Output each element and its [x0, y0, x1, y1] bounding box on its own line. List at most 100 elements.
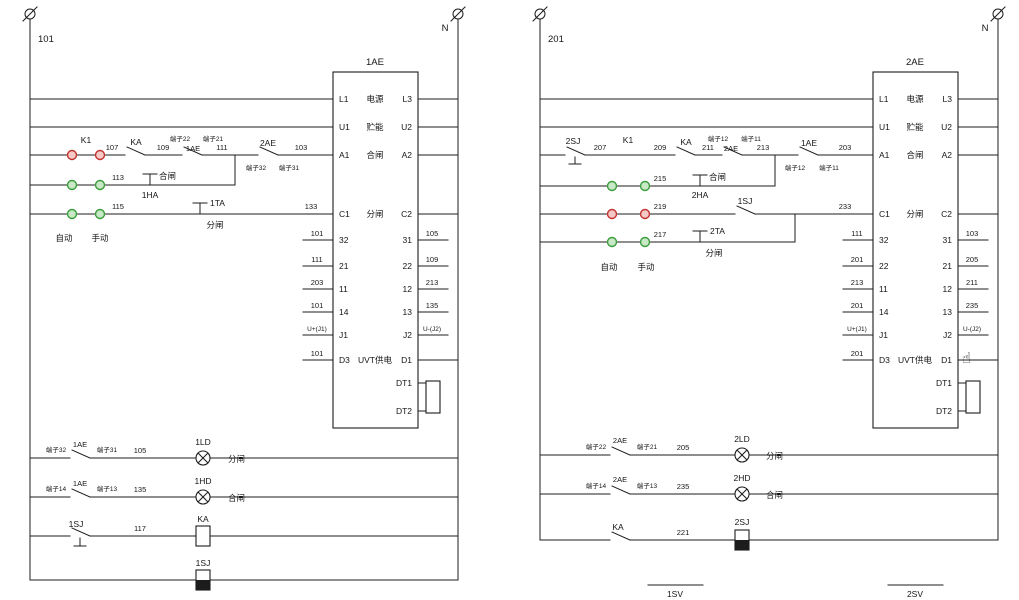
terminal-label: 端子22: [586, 442, 607, 451]
wire-number: 207: [594, 143, 607, 152]
aux-contact-1ae: [799, 146, 819, 156]
block-terminal: D1: [401, 355, 412, 365]
terminal-label: 端子32: [46, 445, 67, 454]
k1-terminal[interactable]: [606, 236, 618, 248]
wire-number: 221: [677, 528, 690, 537]
k1-terminal[interactable]: [606, 180, 618, 192]
block-terminal: A1: [339, 150, 350, 160]
k1-terminal[interactable]: [94, 179, 106, 191]
wire-number: 111: [311, 255, 322, 264]
k1-selector-right: [606, 180, 651, 248]
wire-number: 217: [654, 230, 667, 239]
wire-number: 213: [851, 278, 864, 287]
k1-terminal[interactable]: [66, 179, 78, 191]
wire-number: 109: [157, 143, 170, 152]
mode-label-manual: 手动: [637, 262, 655, 272]
aux-contact-2ae-lamp2: [611, 485, 631, 495]
function-label-close: 合闸: [709, 172, 726, 182]
wire-number: 109: [426, 255, 439, 264]
terminal-label: 端子12: [785, 163, 806, 172]
right-circuit-symbols: [566, 146, 819, 541]
device-label: 1AE: [73, 440, 87, 449]
device-label-2ae: 2AE: [260, 138, 276, 148]
k1-label: K1: [623, 135, 634, 145]
block-terminal: J1: [339, 330, 348, 340]
k1-terminal[interactable]: [639, 180, 651, 192]
device-label-1ae: 1AE: [186, 144, 200, 153]
wire-number: 103: [295, 143, 308, 152]
wire-number: 111: [851, 229, 862, 238]
wire-number: 201: [851, 301, 864, 310]
block-terminal: A2: [402, 150, 413, 160]
function-label-close: 合闸: [159, 171, 176, 181]
k1-terminal[interactable]: [639, 208, 651, 220]
device-label: 1AE: [73, 479, 87, 488]
wire-number: 135: [134, 485, 147, 494]
block-terminal: 11: [339, 284, 348, 294]
coil-label-2sj: 2SJ: [735, 517, 750, 527]
device-label-2ae: 2AE: [724, 144, 738, 153]
contact-label-ka: KA: [612, 522, 624, 532]
terminal-label: 端子31: [279, 163, 300, 172]
k1-terminal[interactable]: [66, 208, 78, 220]
right-circuit-wiring: [532, 6, 1006, 586]
block-terminal: 21: [339, 261, 349, 271]
block-terminal: D3: [339, 355, 350, 365]
function-label-open: 分闸: [228, 454, 245, 464]
terminal-label: 端子14: [586, 481, 607, 490]
block-row-label: 合闸: [906, 150, 923, 160]
block-terminal: DT2: [396, 406, 412, 416]
cursor-hand-icon: ☝: [962, 350, 971, 367]
function-label-open: 分闸: [206, 220, 223, 230]
wire-number: 107: [106, 143, 119, 152]
block-row-label: 贮能: [366, 122, 384, 132]
ka-relay-coil: [195, 525, 211, 547]
terminal-label: 端子13: [97, 484, 118, 493]
left-circuit-symbols: [71, 146, 279, 547]
aux-contact-2ae: [259, 146, 279, 156]
terminal-label: 端子13: [637, 481, 658, 490]
block-terminal: 13: [403, 307, 413, 317]
block-terminal: 22: [403, 261, 413, 271]
block-terminal: U1: [879, 122, 890, 132]
coil-label-ka: KA: [197, 514, 209, 524]
k1-terminal[interactable]: [66, 149, 78, 161]
wire-number: 113: [112, 173, 124, 182]
block-terminal: 31: [943, 235, 953, 245]
wire-number: 233: [839, 202, 852, 211]
block-terminal: DT2: [936, 406, 952, 416]
block-terminal: 11: [879, 284, 888, 294]
block-row-label: UVT供电: [898, 355, 933, 365]
terminal-label: 端子21: [203, 134, 224, 143]
dt-link-box: [965, 380, 981, 414]
lamp-2hd: [734, 486, 750, 502]
wire-number: 105: [134, 446, 147, 455]
mode-label-manual: 手动: [91, 233, 109, 243]
wire-number: 133: [305, 202, 318, 211]
wire-number: 105: [426, 229, 439, 238]
block-terminal: D3: [879, 355, 890, 365]
close-button-2ha: [692, 174, 708, 187]
block-row-label: 电源: [906, 94, 924, 104]
footer-label-2sv: 2SV: [907, 589, 923, 599]
block-terminal: 14: [879, 307, 889, 317]
k1-terminal[interactable]: [94, 208, 106, 220]
block-terminal: 22: [879, 261, 889, 271]
k1-terminal[interactable]: [94, 149, 106, 161]
block-terminal: 32: [879, 235, 889, 245]
block-terminal: D1: [941, 355, 952, 365]
device-label-2ta: 2TA: [710, 226, 725, 236]
terminal-label: 端子11: [819, 163, 839, 172]
block-terminal: U2: [401, 122, 412, 132]
device-label-1ha: 1HA: [142, 190, 159, 200]
block-terminal: L3: [943, 94, 953, 104]
lamp-label-1hd: 1HD: [194, 476, 211, 486]
block-title: 2AE: [906, 57, 924, 68]
k1-terminal[interactable]: [606, 208, 618, 220]
function-label-open: 分闸: [766, 451, 783, 461]
trip-button-1ta: [192, 202, 208, 215]
ka-contact-label: KA: [680, 137, 692, 147]
k1-terminal[interactable]: [639, 236, 651, 248]
terminal-label: 端子21: [637, 442, 658, 451]
